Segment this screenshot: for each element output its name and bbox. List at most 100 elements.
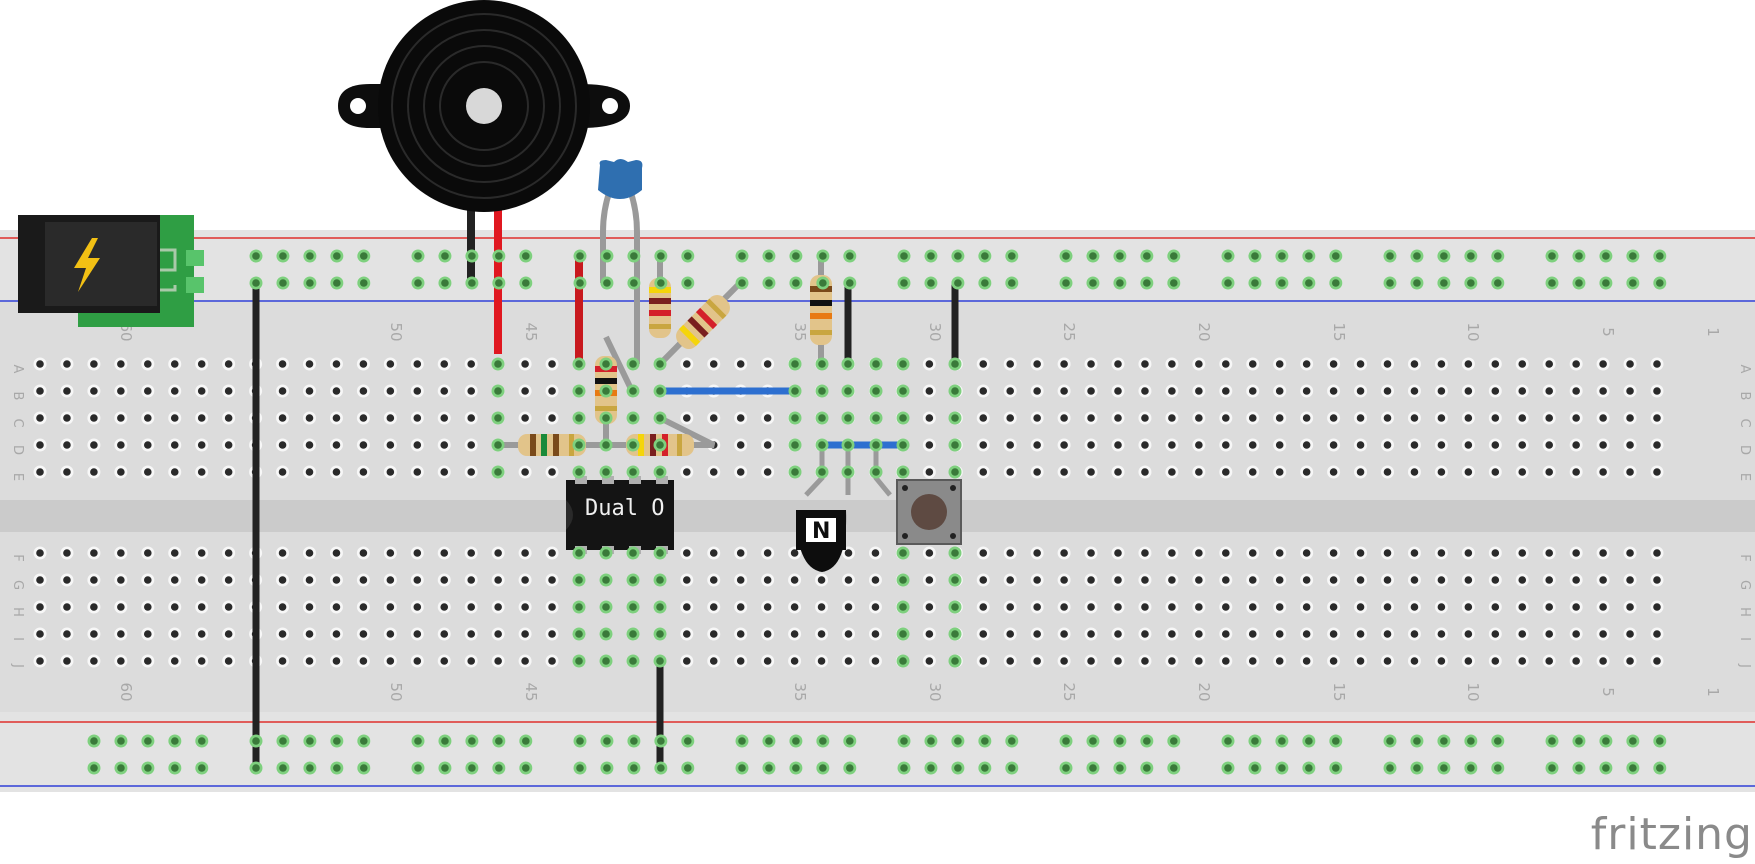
- breadboard-hole: [979, 576, 988, 584]
- breadboard-hole: [790, 603, 799, 611]
- breadboard-hole: [1195, 657, 1203, 665]
- breadboard-hole: [413, 657, 422, 665]
- connected-hole-center: [1440, 279, 1448, 287]
- connected-hole-center: [602, 441, 610, 449]
- connected-hole-center: [1143, 252, 1151, 260]
- connected-hole-center: [1143, 737, 1151, 745]
- breadboard-hole: [763, 441, 772, 449]
- breadboard-hole: [844, 603, 853, 611]
- connected-hole-center: [954, 737, 962, 745]
- breadboard-hole: [1222, 387, 1230, 395]
- connected-hole-center: [927, 279, 935, 287]
- breadboard-hole: [1060, 468, 1068, 476]
- breadboard-hole: [117, 549, 125, 557]
- breadboard-hole: [117, 387, 125, 395]
- row-label-j: J: [10, 663, 25, 668]
- breadboard-hole: [90, 549, 98, 557]
- breadboard-hole: [467, 414, 476, 422]
- breadboard-hole: [1302, 387, 1311, 395]
- connected-hole-center: [630, 764, 638, 772]
- connected-hole-center: [684, 764, 692, 772]
- breadboard-hole: [413, 603, 422, 611]
- connected-hole-center: [630, 279, 638, 287]
- breadboard-hole: [90, 630, 98, 638]
- breadboard-hole: [305, 441, 314, 449]
- breadboard-hole: [1518, 360, 1527, 368]
- connected-hole-center: [576, 737, 584, 745]
- breadboard-hole: [1599, 576, 1607, 584]
- breadboard-hole: [332, 657, 341, 665]
- breadboard-hole: [1572, 630, 1580, 638]
- row-label-c: C: [10, 418, 25, 427]
- connected-hole-center: [900, 764, 908, 772]
- breadboard-hole: [709, 576, 718, 584]
- connected-hole-center: [629, 387, 637, 395]
- connected-hole-center: [951, 441, 959, 449]
- breadboard-hole: [1141, 576, 1149, 584]
- breadboard-hole: [1518, 549, 1527, 557]
- breadboard-hole: [1599, 603, 1607, 611]
- connected-hole-center: [899, 387, 907, 395]
- lightning-bolt-icon: [74, 238, 100, 292]
- breadboard-hole: [1491, 549, 1500, 557]
- breadboard-hole: [763, 576, 772, 584]
- connected-hole-center: [575, 387, 583, 395]
- connected-hole-center: [899, 441, 907, 449]
- connected-hole-center: [414, 737, 422, 745]
- connected-hole-center: [1224, 252, 1232, 260]
- breadboard-hole: [736, 360, 745, 368]
- ic-label: Dual O: [585, 496, 664, 521]
- breadboard-hole: [197, 414, 206, 422]
- breadboard-hole: [1383, 657, 1392, 665]
- connected-hole-center: [844, 468, 852, 476]
- connected-hole-center: [1116, 737, 1124, 745]
- breadboard-hole: [1060, 549, 1068, 557]
- breadboard-hole: [36, 387, 44, 395]
- breadboard-hole: [332, 414, 341, 422]
- breadboard-hole: [683, 468, 691, 476]
- breadboard-hole: [763, 630, 772, 638]
- breadboard-hole: [413, 549, 422, 557]
- breadboard-hole: [1518, 387, 1527, 395]
- breadboard-hole: [63, 657, 71, 665]
- connected-hole-center: [657, 252, 665, 260]
- breadboard-hole: [736, 603, 745, 611]
- connected-hole-center: [1278, 252, 1286, 260]
- connected-hole-center: [1278, 737, 1286, 745]
- connected-hole-center: [818, 468, 826, 476]
- breadboard-hole: [63, 549, 71, 557]
- breadboard-hole: [117, 603, 125, 611]
- breadboard-hole: [1302, 657, 1311, 665]
- breadboard-hole: [1464, 441, 1473, 449]
- breadboard-hole: [1141, 630, 1149, 638]
- breadboard-hole: [1087, 576, 1095, 584]
- column-number-top: 15: [1330, 322, 1348, 341]
- breadboard-hole: [1491, 576, 1500, 584]
- breadboard-hole: [1302, 630, 1311, 638]
- breadboard-hole: [1383, 576, 1392, 584]
- breadboard-hole: [1141, 468, 1149, 476]
- breadboard-hole: [1275, 576, 1284, 584]
- breadboard-hole: [548, 360, 556, 368]
- connected-hole-center: [765, 279, 773, 287]
- breadboard-hole: [1006, 360, 1014, 368]
- connected-hole-center: [656, 576, 664, 584]
- connected-hole-center: [981, 279, 989, 287]
- connected-hole-center: [1629, 764, 1637, 772]
- connected-hole-center: [90, 737, 98, 745]
- connected-hole-center: [844, 360, 852, 368]
- connected-hole-center: [1467, 737, 1475, 745]
- breadboard-hole: [1033, 387, 1041, 395]
- connected-hole-center: [1494, 737, 1502, 745]
- breadboard-hole: [359, 468, 368, 476]
- breadboard-hole: [1302, 468, 1311, 476]
- breadboard-hole: [1518, 657, 1527, 665]
- breadboard-hole: [521, 549, 529, 557]
- connected-hole-center: [899, 576, 907, 584]
- breadboard-hole: [1275, 414, 1284, 422]
- breadboard-hole: [1410, 360, 1419, 368]
- connected-hole-center: [1656, 737, 1664, 745]
- breadboard-hole: [1464, 549, 1473, 557]
- connected-hole-center: [441, 279, 449, 287]
- breadboard-hole: [1437, 576, 1446, 584]
